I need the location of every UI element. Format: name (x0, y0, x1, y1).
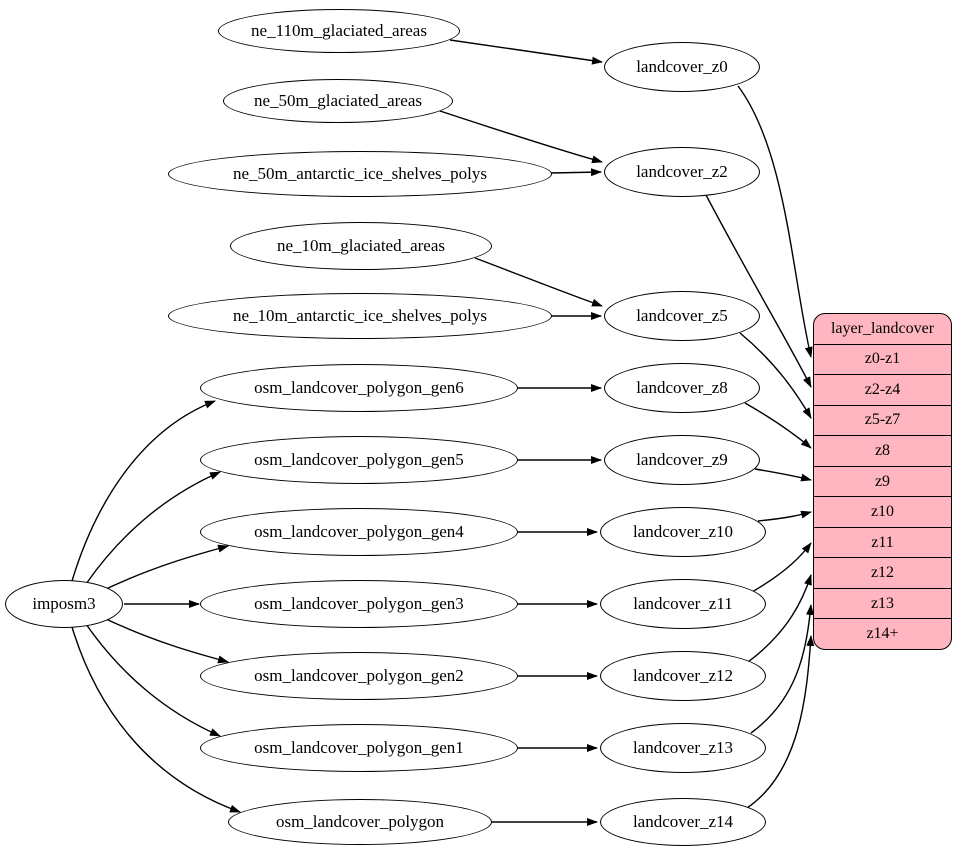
node-landcover-z2: landcover_z2 (604, 147, 760, 197)
node-label: osm_landcover_polygon_gen6 (254, 378, 464, 397)
node-label: imposm3 (32, 594, 96, 613)
edge-imposm3-gen1 (85, 623, 221, 737)
table-row-z9: z9 (814, 465, 951, 497)
node-label: landcover_z10 (632, 522, 734, 541)
edge-z0-row-z0-z1 (737, 85, 813, 358)
node-landcover-z9: landcover_z9 (604, 435, 760, 485)
node-landcover-z11: landcover_z11 (600, 579, 766, 629)
layer-landcover-table: layer_landcover z0-z1 z2-z4 z5-z7 z8 z9 … (813, 313, 952, 650)
node-ne-10m-glaciated-areas: ne_10m_glaciated_areas (230, 222, 492, 270)
edge-ne110m-z0 (449, 39, 603, 65)
node-label: landcover_z13 (632, 738, 734, 757)
edge-z13-row-z13 (750, 604, 814, 734)
node-landcover-z13: landcover_z13 (600, 723, 766, 773)
edge-z12-row-z12 (747, 574, 812, 663)
node-ne-110m-glaciated-areas: ne_110m_glaciated_areas (218, 9, 460, 53)
node-landcover-z12: landcover_z12 (600, 651, 766, 701)
table-row-z0-z1: z0-z1 (814, 343, 951, 375)
node-label: landcover_z0 (636, 57, 728, 76)
table-row-z5-z7: z5-z7 (814, 404, 951, 436)
node-label: osm_landcover_polygon_gen5 (254, 450, 464, 469)
edge-imposm3-gen2 (105, 618, 229, 664)
node-label: landcover_z11 (633, 594, 733, 613)
edge-z14-row-z14 (746, 635, 815, 809)
node-osm-landcover-polygon-gen5: osm_landcover_polygon_gen5 (200, 436, 518, 484)
edge-imposm3-gen4 (105, 544, 229, 590)
table-row-z12: z12 (814, 557, 951, 588)
node-label: landcover_z9 (636, 450, 728, 469)
node-label: landcover_z2 (636, 162, 728, 181)
edge-imposm3-gen5 (85, 471, 221, 585)
node-label: ne_10m_glaciated_areas (276, 236, 446, 255)
node-label: osm_landcover_polygon (275, 812, 445, 831)
node-label: osm_landcover_polygon_gen1 (254, 738, 464, 757)
node-label: ne_10m_antarctic_ice_shelves_polys (233, 306, 487, 325)
node-ne-10m-antarctic-ice-shelves-polys: ne_10m_antarctic_ice_shelves_polys (168, 293, 552, 339)
node-ne-50m-antarctic-ice-shelves-polys: ne_50m_antarctic_ice_shelves_polys (168, 151, 552, 197)
node-label: landcover_z5 (636, 306, 728, 325)
edge-z8-row-z8 (744, 402, 812, 449)
node-label: landcover_z12 (632, 666, 734, 685)
table-row-z10: z10 (814, 496, 951, 527)
node-label: ne_110m_glaciated_areas (251, 21, 427, 40)
node-landcover-z0: landcover_z0 (604, 42, 760, 92)
node-label: osm_landcover_polygon_gen4 (254, 522, 464, 541)
node-landcover-z5: landcover_z5 (604, 291, 760, 341)
edge-z5-row-z5-z7 (739, 332, 812, 419)
node-landcover-z8: landcover_z8 (604, 363, 760, 413)
node-osm-landcover-polygon-gen3: osm_landcover_polygon_gen3 (200, 580, 518, 628)
edge-z11-row-z11 (751, 542, 812, 593)
table-row-z11: z11 (814, 526, 951, 558)
edge-z9-row-z9 (754, 468, 812, 482)
node-label: landcover_z14 (632, 812, 734, 831)
table-row-z8: z8 (814, 435, 951, 466)
node-osm-landcover-polygon-gen2: osm_landcover_polygon_gen2 (200, 652, 518, 700)
table-row-z14plus: z14+ (814, 618, 951, 649)
node-landcover-z14: landcover_z14 (600, 798, 766, 846)
node-label: landcover_z8 (636, 378, 728, 397)
node-osm-landcover-polygon-gen6: osm_landcover_polygon_gen6 (200, 364, 518, 412)
node-label: osm_landcover_polygon_gen3 (254, 594, 464, 613)
edge-imposm3-gen6 (71, 400, 216, 582)
edge-z10-row-z10 (757, 510, 812, 522)
node-label: osm_landcover_polygon_gen2 (254, 666, 464, 685)
table-row-z13: z13 (814, 587, 951, 619)
node-osm-landcover-polygon: osm_landcover_polygon (228, 799, 492, 845)
edge-ne10m-z5 (474, 257, 603, 307)
edge-z2-row-z2-z4 (705, 194, 812, 388)
node-landcover-z10: landcover_z10 (600, 507, 766, 557)
node-imposm3: imposm3 (5, 580, 123, 628)
node-ne-50m-glaciated-areas: ne_50m_glaciated_areas (223, 79, 453, 123)
node-label: ne_50m_glaciated_areas (253, 91, 423, 110)
table-title: layer_landcover (830, 319, 935, 337)
node-label: ne_50m_antarctic_ice_shelves_polys (233, 164, 487, 183)
edge-ne50m-z2 (439, 110, 603, 164)
node-osm-landcover-polygon-gen4: osm_landcover_polygon_gen4 (200, 508, 518, 556)
edge-imposm3-polygon (71, 626, 241, 813)
node-osm-landcover-polygon-gen1: osm_landcover_polygon_gen1 (200, 724, 518, 772)
table-row-z2-z4: z2-z4 (814, 374, 951, 405)
edge-ne50mant-z2 (549, 168, 602, 177)
